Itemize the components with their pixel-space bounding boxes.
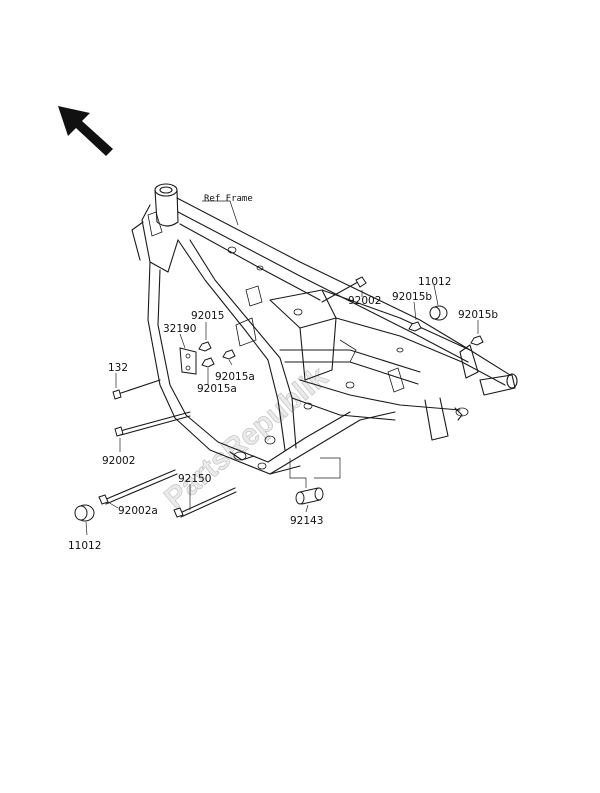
nut-92015a-upper <box>222 349 236 360</box>
motorcycle-frame <box>131 183 518 475</box>
leader-lines <box>85 200 479 536</box>
nut-92015b-right <box>470 335 484 346</box>
part-label-92143: 92143 <box>290 515 323 527</box>
bolt-92002-top <box>321 276 367 303</box>
ref-frame-label: Ref Frame <box>204 194 253 204</box>
grommet-11012-bottom <box>74 504 95 522</box>
part-label-92015a-lower: 92015a <box>197 383 237 395</box>
part-label-92015: 92015 <box>191 310 224 322</box>
part-label-32190: 32190 <box>163 323 196 335</box>
bolt-92150 <box>173 487 237 518</box>
part-label-92015b-right: 92015b <box>458 309 498 321</box>
bolt-92002a <box>98 469 178 505</box>
nut-92015 <box>198 341 212 352</box>
grommet-11012-top <box>429 305 448 321</box>
part-label-11012-top: 11012 <box>418 276 451 288</box>
part-label-132: 132 <box>108 362 128 374</box>
part-label-11012-bottom: 11012 <box>68 540 101 552</box>
bolt-92002-left <box>114 411 191 437</box>
part-label-92002a: 92002a <box>118 505 158 517</box>
part-label-92015b-left: 92015b <box>392 291 432 303</box>
nut-92015b-left <box>408 321 422 332</box>
collar-92143 <box>295 487 324 505</box>
arrow-up-left-icon <box>58 106 113 156</box>
bolt-132 <box>112 379 161 400</box>
part-label-92002-top: 92002 <box>348 295 381 307</box>
bracket-32190 <box>179 347 197 375</box>
part-label-92150: 92150 <box>178 473 211 485</box>
part-label-92015a-upper: 92015a <box>215 371 255 383</box>
nut-92015a-lower <box>201 357 215 368</box>
part-label-92002-left: 92002 <box>102 455 135 467</box>
